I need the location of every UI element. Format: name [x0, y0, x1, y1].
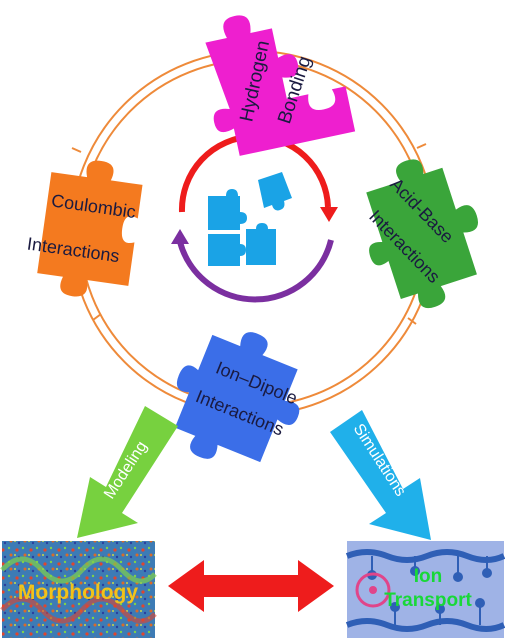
coulombic-piece: Coulombic Interactions	[26, 160, 143, 297]
ion-dipole-piece: Ion–Dipole Interactions	[174, 332, 300, 463]
cycle-arrowhead-bottom	[171, 229, 189, 244]
ion-transport-label-line2: Transport	[384, 590, 472, 611]
cycle-arrow-bottom	[177, 239, 334, 303]
ion-transport-panel: Ion Transport	[345, 541, 505, 638]
acid-base-piece: Acid-Base Interactions	[365, 159, 479, 309]
morphology-panel: Morphology	[0, 541, 157, 638]
cycle-arrowhead-top	[320, 207, 338, 222]
simulations-arrow: Simulations	[330, 410, 431, 540]
puzzle-icon	[208, 172, 292, 266]
morphology-label: Morphology	[18, 581, 138, 604]
double-headed-arrow	[168, 560, 334, 612]
center-cycle	[171, 133, 338, 303]
hydrogen-bonding-piece: Hydrogen Bonding	[205, 15, 356, 156]
ion-transport-label-line1: Ion	[414, 566, 443, 587]
modeling-arrow: Modeling	[77, 406, 178, 538]
